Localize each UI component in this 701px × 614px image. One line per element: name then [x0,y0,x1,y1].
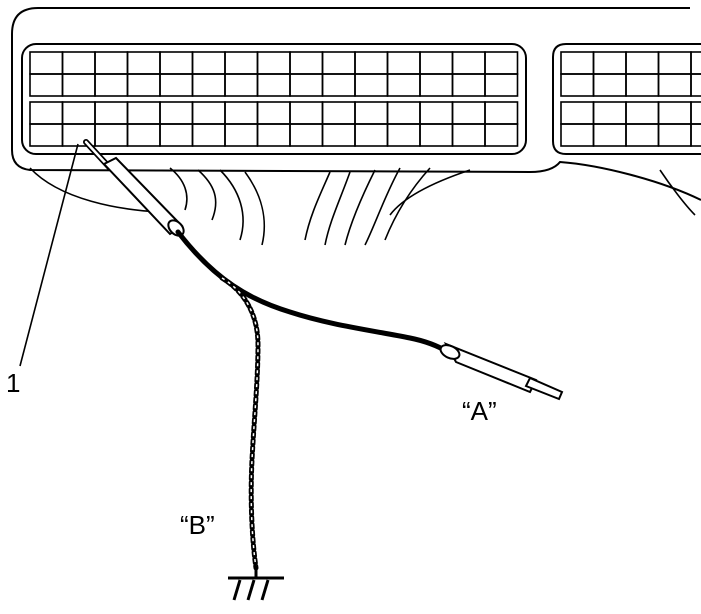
terminal-cavity [451,123,486,147]
harness-wires [29,167,696,246]
terminal-cavity [386,51,421,75]
terminal-cavity [625,123,660,147]
terminal-cavity [289,73,324,97]
terminal-cavity [289,51,324,75]
terminal-cavity [61,101,96,125]
terminal-cavity [289,123,324,147]
terminal-cavity [224,123,259,147]
terminal-cavity [419,73,454,97]
terminal-cavity [94,73,129,97]
terminal-cavity [386,123,421,147]
terminal-cavity [560,73,595,97]
left-terminal-cavities [29,51,519,147]
terminal-cavity [657,51,692,75]
terminal-cavity [560,101,595,125]
terminal-cavity [657,123,692,147]
terminal-cavity [94,101,129,125]
terminal-cavity [256,123,291,147]
terminal-cavity [560,123,595,147]
terminal-cavity [191,51,226,75]
terminal-cavity [690,51,701,75]
terminal-cavity [191,123,226,147]
terminal-cavity [625,73,660,97]
terminal-cavity [159,123,194,147]
terminal-cavity [484,101,519,125]
right-connector-outline [552,43,701,155]
terminal-cavity [126,73,161,97]
terminal-cavity [690,73,701,97]
left-connector-outline [21,43,527,155]
terminal-cavity [126,123,161,147]
wire-to-probe-a [175,229,451,355]
terminal-cavity [354,51,389,75]
terminal-cavity [224,73,259,97]
terminal-cavity [126,51,161,75]
probe-tip [83,139,185,237]
terminal-cavity [126,101,161,125]
terminal-cavity [61,73,96,97]
probe-b-label: “B” [180,510,215,540]
terminal-cavity [386,73,421,97]
terminal-cavity [224,51,259,75]
terminal-cavity [484,51,519,75]
terminal-cavity [592,73,627,97]
terminal-cavity [256,101,291,125]
terminal-cavity [29,51,64,75]
terminal-cavity [289,101,324,125]
terminal-cavity [354,101,389,125]
terminal-cavity [191,73,226,97]
terminal-cavity [625,101,660,125]
terminal-cavity [690,123,701,147]
ground-symbol [228,566,284,601]
terminal-cavity [159,51,194,75]
terminal-cavity [592,51,627,75]
probe-a-label: “A” [462,396,497,426]
terminal-cavity [657,73,692,97]
callout-leader-1 [19,143,79,367]
callout-label-1: 1 [6,368,20,398]
terminal-cavity [592,123,627,147]
connector-housing [11,7,701,201]
terminal-cavity [29,101,64,125]
terminal-cavity [256,73,291,97]
terminal-cavity [657,101,692,125]
terminal-cavity [419,51,454,75]
terminal-cavity [159,101,194,125]
terminal-cavity [321,101,356,125]
terminal-cavity [256,51,291,75]
terminal-cavity [191,101,226,125]
left-connector-block [21,43,527,155]
terminal-cavity [29,73,64,97]
terminal-cavity [94,123,129,147]
terminal-cavity [690,101,701,125]
terminal-cavity [29,123,64,147]
right-connector-block [552,43,701,155]
terminal-cavity [354,123,389,147]
terminal-cavity [94,51,129,75]
terminal-cavity [321,73,356,97]
terminal-cavity [484,123,519,147]
probe-a [439,342,564,401]
terminal-cavity [386,101,421,125]
terminal-cavity [61,51,96,75]
terminal-cavity [354,73,389,97]
terminal-cavity [419,123,454,147]
terminal-cavity [159,73,194,97]
terminal-cavity [451,73,486,97]
terminal-cavity [560,51,595,75]
terminal-cavity [451,101,486,125]
terminal-cavity [592,101,627,125]
terminal-cavity [419,101,454,125]
terminal-cavity [484,73,519,97]
terminal-cavity [224,101,259,125]
terminal-cavity [451,51,486,75]
terminal-cavity [321,51,356,75]
right-terminal-cavities [560,51,701,147]
terminal-cavity [321,123,356,147]
terminal-cavity [625,51,660,75]
